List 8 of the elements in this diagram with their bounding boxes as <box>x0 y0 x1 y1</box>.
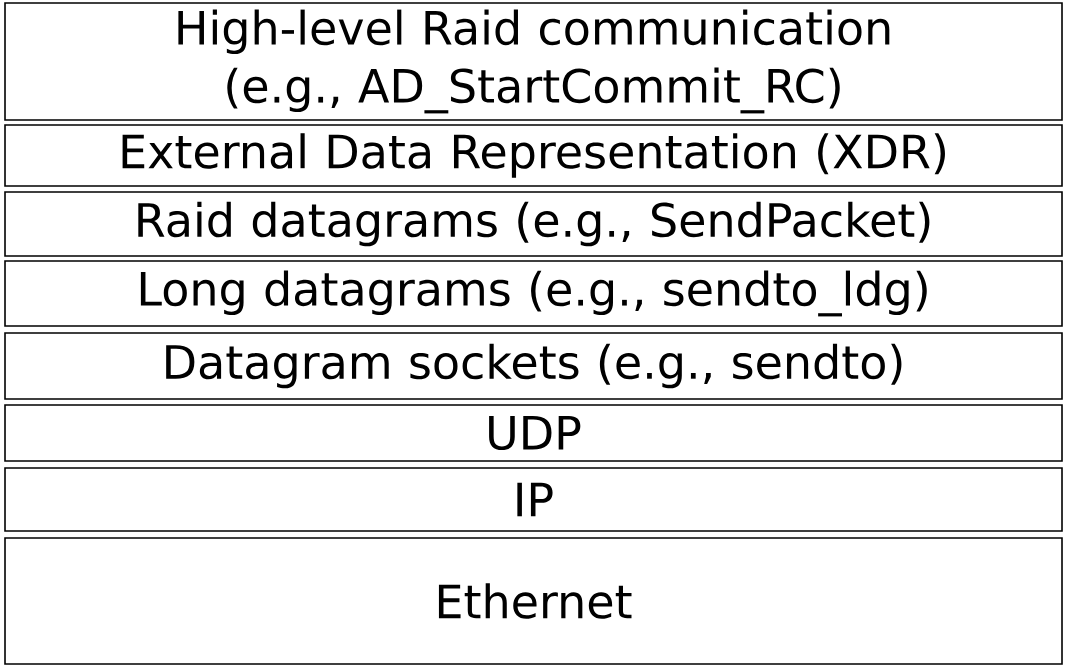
layer-box: IP <box>4 467 1063 532</box>
layer-box: Datagram sockets (e.g., sendto) <box>4 332 1063 400</box>
layer-box: Ethernet <box>4 537 1063 665</box>
layer-box: UDP <box>4 404 1063 462</box>
layer-box: External Data Representation (XDR) <box>4 124 1063 187</box>
layer-box: High-level Raid communication (e.g., AD_StartCommit_RC) <box>4 2 1063 121</box>
layer-box: Long datagrams (e.g., sendto_ldg) <box>4 260 1063 327</box>
layer-box: Raid datagrams (e.g., SendPacket) <box>4 191 1063 257</box>
